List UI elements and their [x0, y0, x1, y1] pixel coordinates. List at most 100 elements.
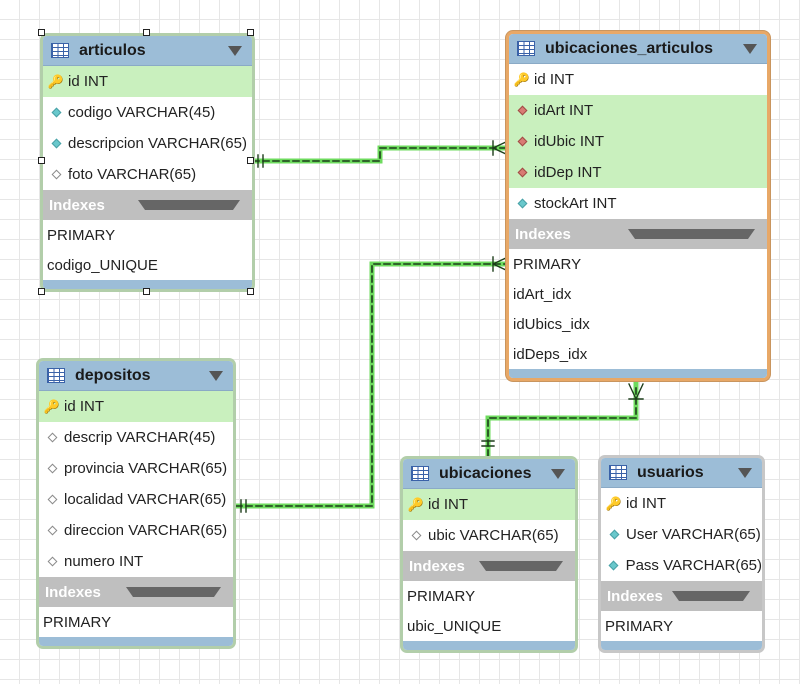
primary-key-icon: 🔑	[407, 496, 425, 512]
collapse-caret-icon[interactable]	[628, 229, 755, 239]
table-footer	[43, 280, 252, 289]
not-null-column-icon	[515, 198, 529, 209]
collapse-caret-icon[interactable]	[209, 370, 223, 381]
relationship-articulos-ubicaciones-articulos[interactable]	[250, 140, 511, 168]
resize-handle[interactable]	[247, 288, 254, 295]
index-row[interactable]: idUbics_idx	[513, 315, 590, 333]
column-row[interactable]: localidad VARCHAR(65)	[39, 484, 233, 515]
column-row[interactable]: 🔑 id INT	[601, 488, 762, 519]
indexes-header[interactable]: Indexes	[601, 581, 762, 611]
resize-handle[interactable]	[143, 29, 150, 36]
column-label: provincia VARCHAR(65)	[64, 460, 228, 477]
column-row[interactable]: 🔑 id INT	[43, 66, 252, 97]
table-articulos[interactable]: articulos 🔑 id INT codigo VARCHAR(45) de…	[40, 33, 255, 292]
column-row[interactable]: 🔑 id INT	[403, 489, 575, 520]
resize-handle[interactable]	[38, 288, 45, 295]
table-ubicaciones[interactable]: ubicaciones 🔑 id INT ubic VARCHAR(65) In…	[400, 456, 578, 653]
collapse-caret-icon[interactable]	[551, 468, 565, 479]
primary-key-icon: 🔑	[513, 71, 531, 87]
collapse-caret-icon[interactable]	[738, 467, 752, 478]
column-label: descrip VARCHAR(45)	[64, 429, 216, 446]
nullable-column-icon	[49, 169, 63, 180]
table-header[interactable]: ubicaciones	[403, 459, 575, 489]
primary-key-icon: 🔑	[605, 495, 623, 511]
column-row[interactable]: 🔑 id INT	[509, 64, 767, 95]
table-header[interactable]: ubicaciones_articulos	[509, 34, 767, 64]
relationship-depositos-ubicaciones-articulos[interactable]	[233, 256, 511, 513]
column-label: localidad VARCHAR(65)	[64, 491, 227, 508]
index-row[interactable]: PRIMARY	[513, 255, 582, 273]
column-label: foto VARCHAR(65)	[68, 166, 197, 183]
index-row[interactable]: ubic_UNIQUE	[407, 617, 502, 635]
table-icon	[517, 41, 535, 56]
resize-handle[interactable]	[143, 288, 150, 295]
resize-handle[interactable]	[247, 157, 254, 164]
column-label: stockArt INT	[534, 195, 617, 212]
column-label: direccion VARCHAR(65)	[64, 522, 228, 539]
column-row[interactable]: direccion VARCHAR(65)	[39, 515, 233, 546]
resize-handle[interactable]	[247, 29, 254, 36]
table-usuarios[interactable]: usuarios 🔑 id INT User VARCHAR(65) Pass …	[598, 455, 765, 653]
primary-key-icon: 🔑	[47, 73, 65, 89]
index-row[interactable]: idArt_idx	[513, 285, 572, 303]
column-row[interactable]: ubic VARCHAR(65)	[403, 520, 575, 551]
column-label: descripcion VARCHAR(65)	[68, 135, 247, 152]
indexes-header[interactable]: Indexes	[39, 577, 233, 607]
index-row[interactable]: codigo_UNIQUE	[47, 256, 158, 274]
not-null-column-icon	[607, 560, 621, 571]
column-row[interactable]: Pass VARCHAR(65)	[601, 550, 762, 581]
index-row[interactable]: PRIMARY	[47, 226, 116, 244]
table-header[interactable]: depositos	[39, 361, 233, 391]
nullable-column-icon	[45, 525, 59, 536]
column-label: id INT	[626, 495, 667, 512]
indexes-label: Indexes	[515, 225, 571, 243]
not-null-column-icon	[49, 107, 63, 118]
column-row[interactable]: idDep INT	[509, 157, 767, 188]
foreign-key-icon	[515, 167, 529, 178]
collapse-caret-icon[interactable]	[671, 591, 750, 601]
column-label: User VARCHAR(65)	[626, 526, 761, 543]
column-row[interactable]: codigo VARCHAR(45)	[43, 97, 252, 128]
relationship-ubicaciones-ubicaciones-articulos[interactable]	[481, 381, 644, 459]
column-row[interactable]: 🔑 id INT	[39, 391, 233, 422]
column-row[interactable]: numero INT	[39, 546, 233, 577]
collapse-caret-icon[interactable]	[743, 43, 757, 54]
table-header[interactable]: articulos	[43, 36, 252, 66]
column-row[interactable]: User VARCHAR(65)	[601, 519, 762, 550]
index-row[interactable]: PRIMARY	[43, 613, 112, 631]
column-row[interactable]: idArt INT	[509, 95, 767, 126]
resize-handle[interactable]	[38, 157, 45, 164]
column-label: idArt INT	[534, 102, 594, 119]
collapse-caret-icon[interactable]	[479, 561, 563, 571]
indexes-header[interactable]: Indexes	[43, 190, 252, 220]
resize-handle[interactable]	[38, 29, 45, 36]
column-row[interactable]: stockArt INT	[509, 188, 767, 219]
collapse-caret-icon[interactable]	[126, 587, 221, 597]
column-label: numero INT	[64, 553, 144, 570]
column-label: id INT	[68, 73, 109, 90]
index-row[interactable]: PRIMARY	[605, 617, 674, 635]
table-ubicaciones-articulos[interactable]: ubicaciones_articulos 🔑 id INT idArt INT…	[506, 31, 770, 381]
indexes-label: Indexes	[409, 557, 465, 575]
nullable-column-icon	[45, 432, 59, 443]
table-header[interactable]: usuarios	[601, 458, 762, 488]
not-null-column-icon	[607, 529, 621, 540]
column-label: id INT	[534, 71, 575, 88]
column-row[interactable]: foto VARCHAR(65)	[43, 159, 252, 190]
collapse-caret-icon[interactable]	[137, 200, 240, 210]
column-row[interactable]: descrip VARCHAR(45)	[39, 422, 233, 453]
column-label: id INT	[428, 496, 469, 513]
column-row[interactable]: provincia VARCHAR(65)	[39, 453, 233, 484]
index-row[interactable]: idDeps_idx	[513, 345, 588, 363]
column-row[interactable]: descripcion VARCHAR(65)	[43, 128, 252, 159]
index-row[interactable]: PRIMARY	[407, 587, 476, 605]
column-row[interactable]: idUbic INT	[509, 126, 767, 157]
collapse-caret-icon[interactable]	[228, 45, 242, 56]
table-icon	[47, 368, 65, 383]
indexes-header[interactable]: Indexes	[403, 551, 575, 581]
table-depositos[interactable]: depositos 🔑 id INT descrip VARCHAR(45) p…	[36, 358, 236, 649]
nullable-column-icon	[45, 494, 59, 505]
column-label: id INT	[64, 398, 105, 415]
column-label: codigo VARCHAR(45)	[68, 104, 216, 121]
indexes-header[interactable]: Indexes	[509, 219, 767, 249]
